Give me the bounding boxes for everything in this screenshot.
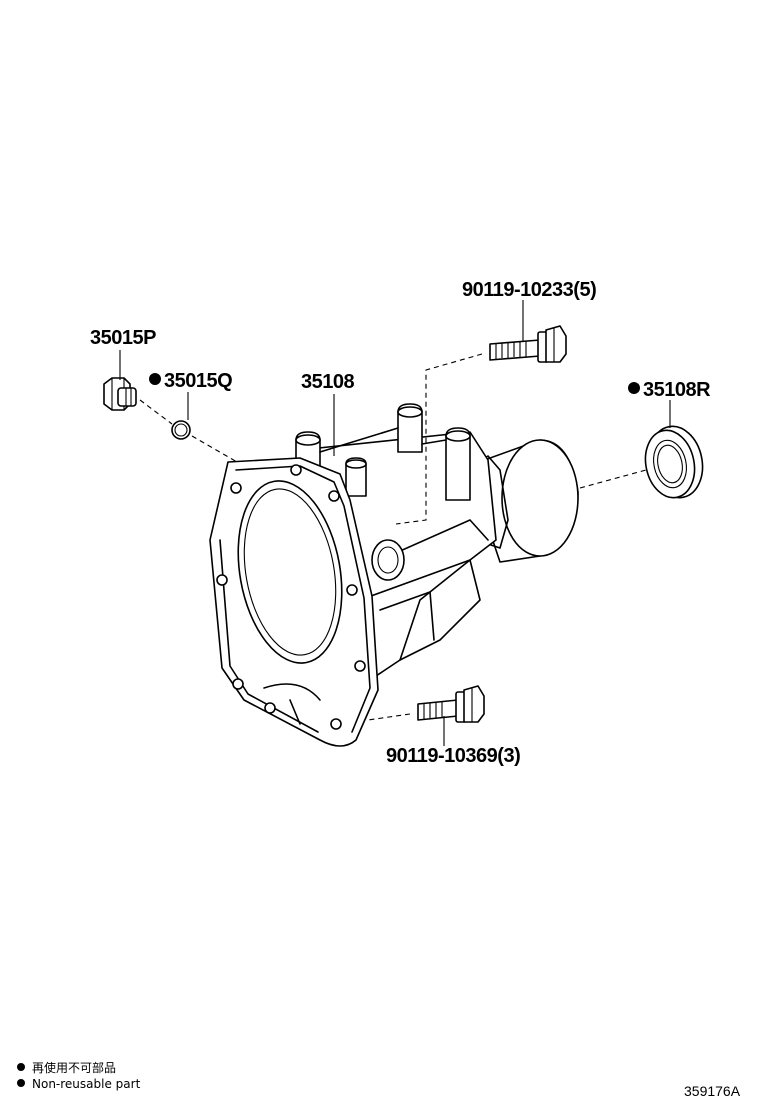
legend-text-en: Non-reusable part [32, 1077, 141, 1091]
lower-bolt-part[interactable] [417, 685, 485, 723]
lower-bolt-assembly-line [367, 713, 411, 721]
legend-text-jp: 再使用不可部品 [32, 1060, 116, 1075]
housing-part-number: 35108 [301, 371, 354, 393]
plug-part-number: 35015P [90, 327, 156, 349]
gasket-part[interactable] [171, 420, 191, 440]
oil-seal-part[interactable] [639, 421, 708, 502]
oil-seal-assembly-line [579, 469, 647, 489]
lower-bolt-part-number: 90119-10369(3) [386, 745, 520, 767]
extension-housing-part[interactable] [209, 403, 579, 747]
plug-assembly-line [139, 399, 245, 467]
figure-code: 359176A [684, 1083, 741, 1099]
drain-plug-part[interactable] [103, 377, 137, 411]
upper-bolt-part[interactable] [489, 325, 567, 363]
non-reusable-marker-oil-seal [628, 382, 640, 394]
gasket-part-number: 35015Q [164, 370, 232, 392]
upper-bolt-part-number: 90119-10233(5) [462, 279, 596, 301]
upper-bolt-assembly-line [395, 353, 483, 525]
legend-bullet-en [17, 1079, 25, 1087]
non-reusable-marker-gasket [149, 373, 161, 385]
legend-bullet-jp [17, 1063, 25, 1071]
oil-seal-part-number: 35108R [643, 379, 711, 401]
